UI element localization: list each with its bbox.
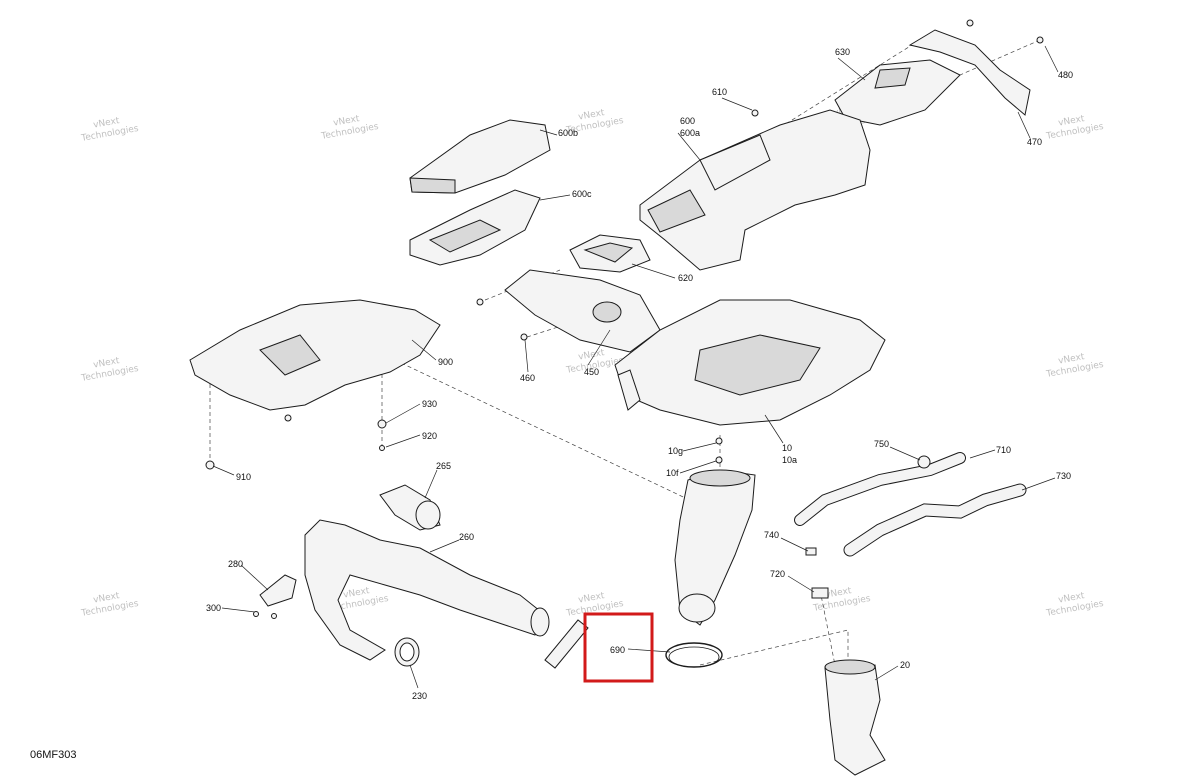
- callout-labels: 610 630 480 470 600 600a 600b 600c 620 4…: [206, 47, 1073, 701]
- callout-470: 470: [1027, 137, 1042, 147]
- svg-text:vNext: vNext: [578, 108, 606, 122]
- frame-620: [569, 234, 651, 273]
- callout-480: 480: [1058, 70, 1073, 80]
- airbox-base-10: [614, 299, 886, 426]
- callout-610: 610: [712, 87, 727, 97]
- callout-10a: 10a: [782, 455, 797, 465]
- callout-280: 280: [228, 559, 243, 569]
- grid-600c: [409, 189, 541, 266]
- hoses-710-730: [794, 452, 1027, 557]
- coupler-265: [379, 484, 441, 531]
- callout-460: 460: [520, 373, 535, 383]
- svg-text:vNext: vNext: [578, 591, 606, 605]
- outlet-10f: [674, 469, 756, 626]
- callout-10: 10: [782, 443, 792, 453]
- highlight-box-690: [583, 612, 654, 683]
- svg-text:vNext: vNext: [93, 591, 121, 605]
- callout-910: 910: [236, 472, 251, 482]
- cover-450: [504, 269, 661, 353]
- svg-text:vNext: vNext: [578, 348, 606, 362]
- callout-740: 740: [764, 530, 779, 540]
- callout-720: 720: [770, 569, 785, 579]
- callout-900: 900: [438, 357, 453, 367]
- callout-690: 690: [610, 645, 625, 655]
- callout-230: 230: [412, 691, 427, 701]
- callout-10g: 10g: [668, 446, 683, 456]
- svg-text:vNext: vNext: [1058, 114, 1086, 128]
- callout-750: 750: [874, 439, 889, 449]
- heat-shield-900: [189, 299, 441, 411]
- callout-620: 620: [678, 273, 693, 283]
- plug-part: [544, 619, 589, 669]
- rear-duct-630: [834, 29, 1031, 126]
- air-duct-600: [639, 109, 871, 271]
- clamp-690: [665, 642, 723, 668]
- callout-710: 710: [996, 445, 1011, 455]
- svg-text:vNext: vNext: [825, 586, 853, 600]
- callout-10f: 10f: [666, 468, 679, 478]
- svg-text:vNext: vNext: [93, 116, 121, 130]
- callout-600b: 600b: [558, 128, 578, 138]
- svg-text:vNext: vNext: [343, 586, 371, 600]
- callout-265: 265: [436, 461, 451, 471]
- svg-text:vNext: vNext: [1058, 352, 1086, 366]
- callout-600c: 600c: [572, 189, 592, 199]
- screws: [205, 19, 1044, 619]
- callout-300: 300: [206, 603, 221, 613]
- callout-260: 260: [459, 532, 474, 542]
- svg-text:vNext: vNext: [93, 356, 121, 370]
- cover-600b: [409, 119, 551, 194]
- bracket-280: [259, 574, 297, 607]
- fitting-740: [805, 547, 817, 556]
- figure-code: 06MF303: [30, 749, 76, 761]
- callout-630: 630: [835, 47, 850, 57]
- fitting-720: [811, 587, 829, 599]
- callout-600a: 600a: [680, 128, 700, 138]
- callout-600: 600: [680, 116, 695, 126]
- callout-930: 930: [422, 399, 437, 409]
- leader-lines: [212, 45, 1059, 689]
- callout-450: 450: [584, 367, 599, 377]
- callout-20: 20: [900, 660, 910, 670]
- svg-text:vNext: vNext: [1058, 591, 1086, 605]
- callout-920: 920: [422, 431, 437, 441]
- intake-tube-260: [304, 519, 550, 661]
- svg-text:vNext: vNext: [333, 114, 361, 128]
- lower-duct-20: [824, 659, 886, 776]
- clamp-230: [394, 637, 420, 667]
- callout-730: 730: [1056, 471, 1071, 481]
